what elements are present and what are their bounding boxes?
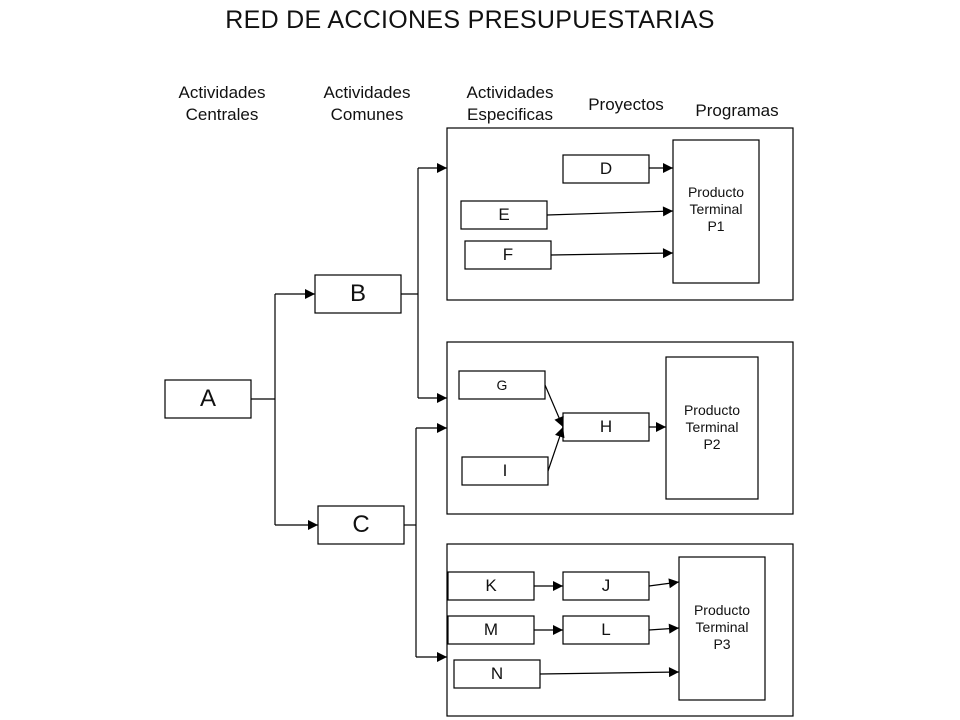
product-box-p2: [665, 356, 759, 500]
node-box-m: [447, 615, 535, 645]
product-box-p3: [678, 556, 766, 701]
column-header-especificas-line-2: Especificas: [467, 105, 553, 124]
node-box-n: [453, 659, 541, 689]
column-header-comunes-line-1: Actividades: [323, 83, 411, 102]
flows-program-3: [534, 578, 680, 678]
diagram-title: RED DE ACCIONES PRESUPUESTARIAS: [225, 6, 715, 34]
connector-c-programs: [404, 423, 447, 662]
product-label-p3-line-1: Producto: [693, 602, 751, 618]
product-label-p2: Producto Terminal P2: [666, 402, 758, 453]
product-box-p1: [672, 139, 760, 284]
column-header-programas: Programas: [695, 101, 779, 120]
flows-program-2: [544, 384, 666, 472]
node-box-c: [317, 505, 405, 545]
product-label-p1-line-3: P1: [707, 218, 725, 234]
product-label-p1-line-1: Producto: [687, 184, 745, 200]
product-label-p1: Producto Terminal P1: [673, 184, 759, 235]
node-box-g: [458, 370, 546, 400]
product-label-p2-line-1: Producto: [683, 402, 741, 418]
column-header-comunes-line-2: Comunes: [330, 105, 404, 124]
column-header-especificas-line-1: Actividades: [466, 83, 554, 102]
node-box-i: [461, 456, 549, 486]
product-label-p2-line-2: Terminal: [685, 419, 739, 435]
product-label-p3-line-3: P3: [713, 636, 731, 652]
program-container-3: [446, 543, 794, 717]
column-header-especificas: Actividades Especificas: [448, 82, 572, 126]
node-box-b: [314, 274, 402, 314]
node-box-d: [562, 154, 650, 184]
connector-a-bc: [251, 289, 318, 530]
node-box-e: [460, 200, 548, 230]
column-header-centrales-line-2: Centrales: [185, 105, 259, 124]
program-container-1: [446, 127, 794, 301]
node-box-h: [562, 412, 650, 442]
product-label-p3: Producto Terminal P3: [679, 602, 765, 653]
flows-program-1: [546, 163, 674, 259]
node-box-l: [562, 615, 650, 645]
node-box-j: [562, 571, 650, 601]
product-label-p1-line-2: Terminal: [689, 201, 743, 217]
node-box-a: [164, 379, 252, 419]
node-box-k: [447, 571, 535, 601]
column-header-proyectos: Proyectos: [588, 95, 664, 114]
product-label-p3-line-2: Terminal: [695, 619, 749, 635]
product-label-p2-line-3: P2: [703, 436, 721, 452]
column-header-centrales: Actividades Centrales: [160, 82, 284, 126]
column-header-centrales-line-1: Actividades: [178, 83, 266, 102]
node-box-f: [464, 240, 552, 270]
column-header-comunes: Actividades Comunes: [305, 82, 429, 126]
connector-b-programs: [401, 163, 447, 403]
